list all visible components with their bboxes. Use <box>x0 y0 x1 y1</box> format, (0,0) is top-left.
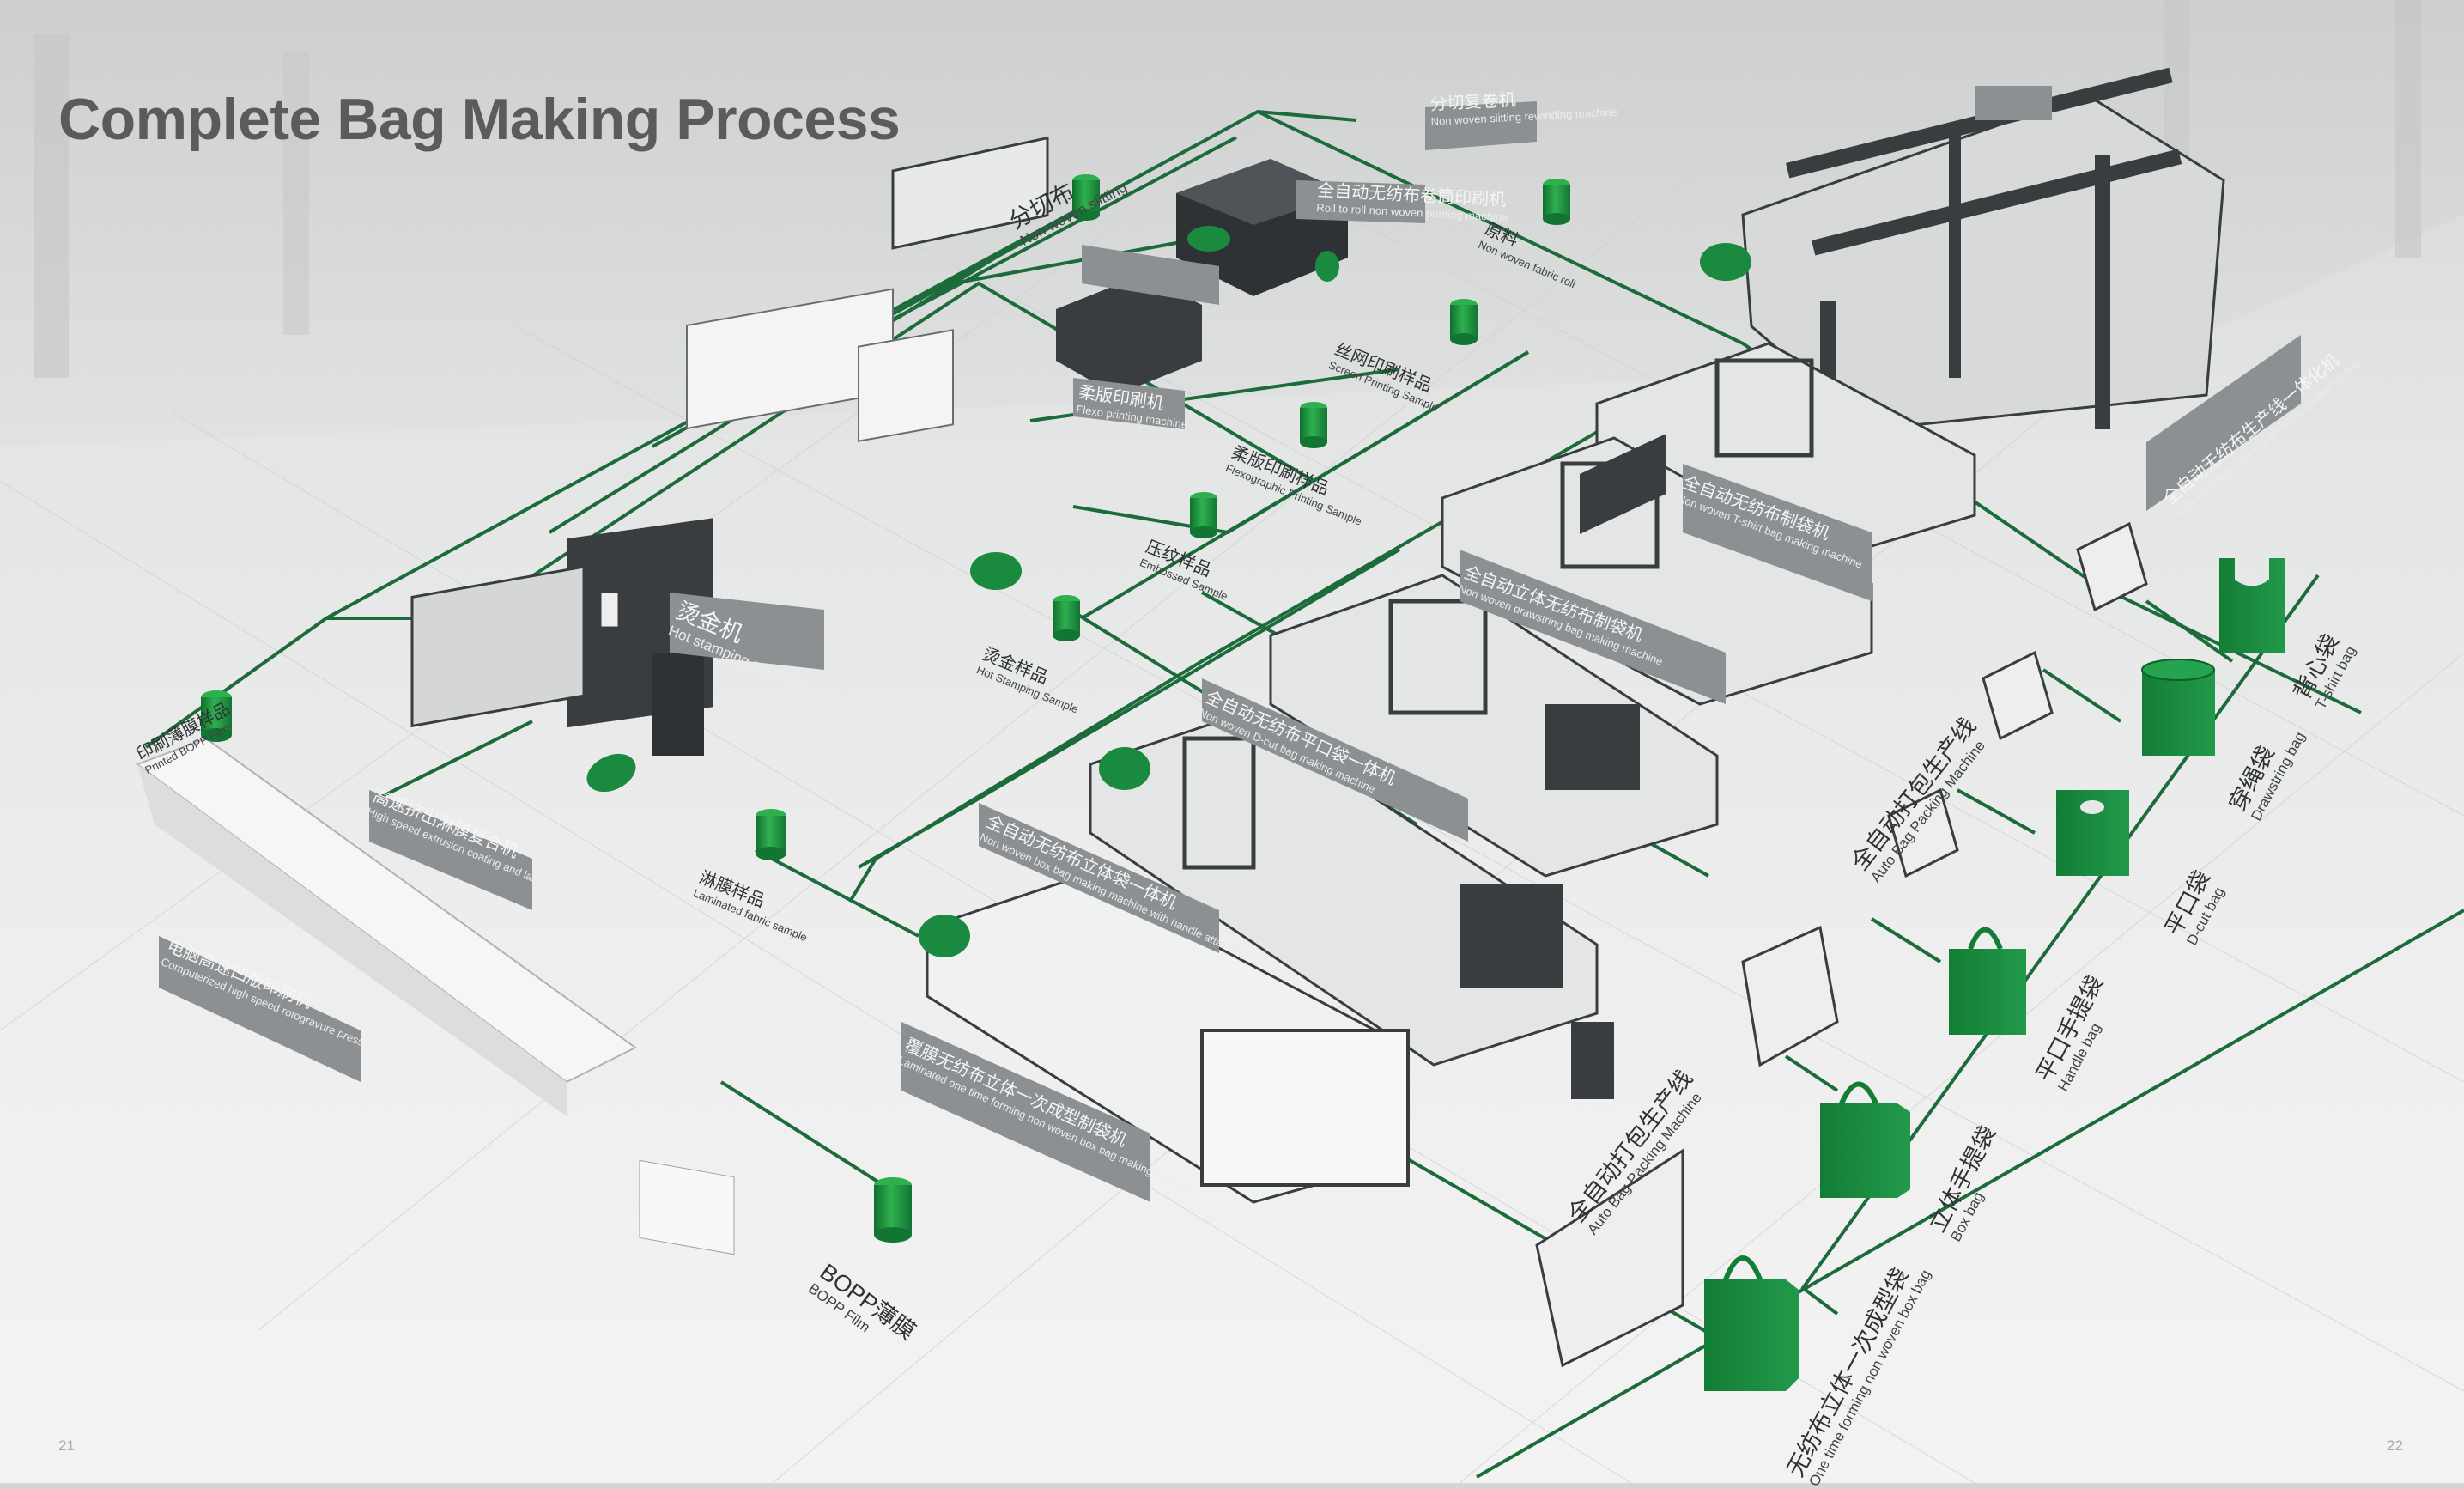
page-number-left: 21 <box>58 1437 75 1454</box>
bag-icons <box>1704 558 2285 1391</box>
dcut-bag-machine <box>1269 574 1719 878</box>
gravure-press <box>135 737 735 1255</box>
fabric-roll-icon <box>1072 174 1100 221</box>
fabric-roll-icon <box>874 1177 912 1243</box>
handle-bag-icon <box>1949 927 2026 1035</box>
lamination-machine <box>410 518 713 793</box>
onetime-bag-icon <box>1704 1255 1799 1391</box>
tshirt-bag-icon <box>2219 558 2285 653</box>
fabric-roll-icon <box>756 809 786 860</box>
production-line-machine <box>1700 67 2225 431</box>
drawstring-bag-icon <box>2141 659 2215 756</box>
dcut-bag-icon <box>2056 790 2129 876</box>
page-number-right: 22 <box>2387 1437 2403 1454</box>
fabric-roll-icons <box>201 174 1570 1243</box>
fabric-roll-icon <box>1190 492 1217 538</box>
fabric-roll-icon <box>1300 402 1327 448</box>
box-bag-icon <box>1820 1081 1910 1198</box>
hot-stamping-machine <box>686 288 1022 590</box>
printing-machine <box>891 136 1202 395</box>
fabric-roll-icon <box>1053 595 1080 641</box>
fabric-roll-icon <box>201 690 232 742</box>
packing-machines <box>1535 434 2148 1368</box>
label-tags <box>159 101 2301 1202</box>
fabric-roll-icon <box>1543 179 1570 225</box>
fabric-roll-icon <box>1450 299 1478 345</box>
page-title: Complete Bag Making Process <box>58 87 901 152</box>
